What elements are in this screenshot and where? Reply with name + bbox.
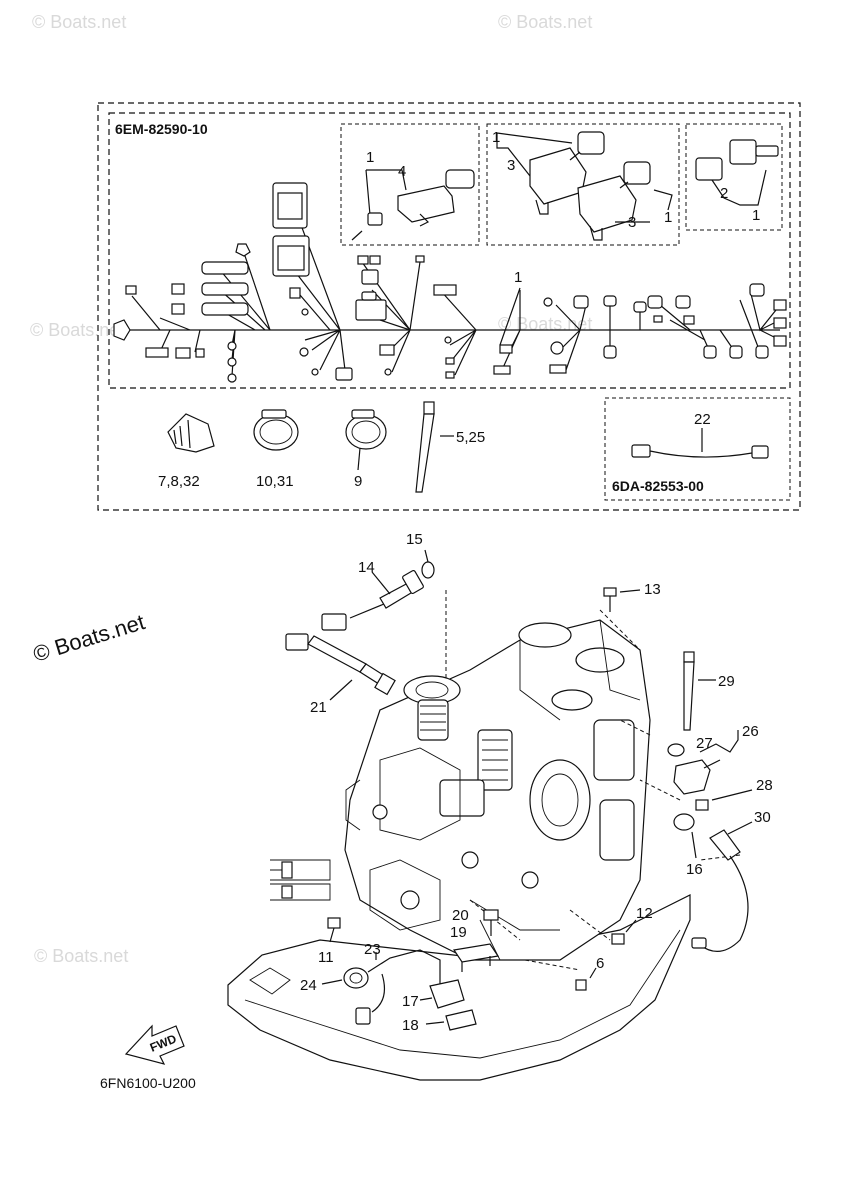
callout-14: 14 [358,559,375,576]
callout-5-25: 5,25 [456,429,485,446]
callout-1-b: 1 [492,129,500,146]
cable-tie-5-25 [415,401,454,493]
sub-harness-22 [631,428,769,459]
callout-17: 17 [402,993,419,1010]
callout-26: 26 [742,723,759,740]
connector-detail-1 [351,169,475,241]
harness-code: 6EM-82590-10 [115,121,208,137]
clamp-10-31 [253,409,299,451]
callout-16: 16 [686,861,703,878]
callout-28: 28 [756,777,773,794]
callout-12: 12 [636,905,653,922]
bolt-13 [603,587,641,612]
callout-9: 9 [354,473,362,490]
harness-connectors [113,182,787,383]
callout-6: 6 [596,955,604,972]
watermark-mid-left: © Boats.net [30,320,124,340]
plug-cap-30 [691,821,753,952]
callout-11: 11 [318,949,334,966]
fwd-arrow: FWD [124,1024,185,1065]
bolt-11 [327,917,341,943]
leader-15 [424,549,429,563]
harness-box [108,112,791,389]
sensor-14 [321,569,424,631]
screw-6 [575,967,597,991]
bracket-detail [270,859,331,901]
bolt-28 [695,789,753,811]
callout-13: 13 [644,581,661,598]
callout-10-31: 10,31 [256,473,294,490]
sub-harness-box [604,397,791,501]
callout-7-8-32: 7,8,32 [158,473,200,490]
switch-16 [673,813,697,859]
bolt-20 [483,909,499,936]
callout-1-d: 1 [752,207,760,224]
boot-detail [496,131,673,241]
grommet-17 [419,979,465,1009]
clamp-9 [345,409,387,471]
sensor-26-27 [667,730,739,795]
callout-23: 23 [364,941,381,958]
watermark-top-left: © Boats.net [32,12,126,32]
callout-18: 18 [402,1017,419,1034]
callout-27: 27 [696,735,713,752]
callout-15: 15 [406,531,423,548]
callout-22: 22 [694,411,711,428]
sub-harness-code: 6DA-82553-00 [612,478,704,494]
callout-19: 19 [450,924,467,941]
watermark-low-left: © Boats.net [34,946,128,966]
callout-4: 4 [398,163,406,180]
bolt-12 [611,919,637,945]
callout-3-a: 3 [507,157,515,174]
seal-18 [425,1009,477,1031]
callout-21: 21 [310,699,327,716]
detail-box-2 [486,123,680,246]
harness-23 [355,949,441,1025]
callout-1-c: 1 [664,209,672,226]
callout-3-b: 3 [628,214,636,231]
copyright-label: © Boats.net [30,609,148,667]
callout-2: 2 [720,185,728,202]
callout-1-e: 1 [514,269,522,286]
sensor-21 [285,633,396,701]
callout-1-e-leader [499,287,521,346]
callout-30: 30 [754,809,771,826]
cable-tie-29 [683,651,716,731]
kit-outer-box [97,102,801,511]
watermark-top-right: © Boats.net [498,12,592,32]
callout-1-a: 1 [366,149,374,166]
detail-box-1 [340,123,480,246]
callout-20: 20 [452,907,469,924]
engine-block [227,619,691,1081]
bracket-19 [452,943,500,972]
plug-detail [695,139,779,206]
clamp-7-8-32 [167,413,215,453]
detail-box-3 [685,123,783,231]
diagram-id: 6FN6100-U200 [100,1075,196,1091]
grommet-24 [321,967,369,989]
callout-24: 24 [300,977,317,994]
callout-29: 29 [718,673,735,690]
o-ring-15 [421,561,435,579]
